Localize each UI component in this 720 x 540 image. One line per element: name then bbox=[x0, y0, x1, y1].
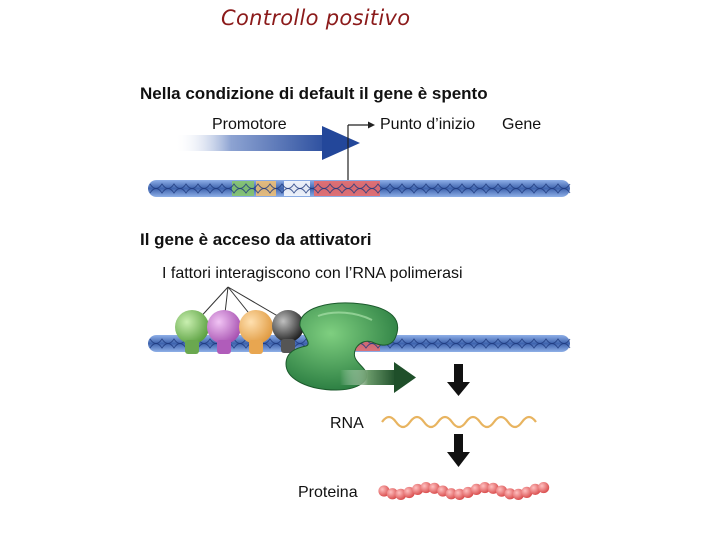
activator-green bbox=[175, 310, 209, 354]
start-site-marker bbox=[347, 121, 375, 182]
protein-bead bbox=[521, 486, 533, 498]
activator-factors bbox=[175, 310, 304, 354]
transcription-arrow bbox=[340, 362, 416, 393]
protein-bead bbox=[437, 485, 449, 497]
protein-bead bbox=[428, 482, 440, 494]
rna-polymerase bbox=[285, 302, 398, 391]
protein-bead bbox=[504, 488, 516, 500]
protein-bead bbox=[496, 485, 508, 497]
heading-gene-off: Nella condizione di default il gene è sp… bbox=[140, 84, 488, 103]
activator-black bbox=[272, 310, 304, 353]
protein-bead bbox=[386, 488, 398, 500]
protein-bead bbox=[378, 485, 390, 497]
protein-bead bbox=[412, 483, 424, 496]
slide-title: Controllo positivo bbox=[221, 6, 411, 30]
rna-label: RNA bbox=[330, 415, 364, 432]
protein-bead bbox=[487, 482, 499, 494]
protein-bead bbox=[470, 483, 482, 495]
dna-strand-off bbox=[148, 180, 571, 197]
protein-bead bbox=[454, 488, 466, 500]
protein-bead bbox=[420, 481, 432, 494]
start-site-label: Punto d’inizio bbox=[380, 116, 476, 133]
arrow-down-to-protein bbox=[447, 434, 470, 467]
protein-bead bbox=[512, 488, 525, 500]
protein-bead bbox=[479, 481, 491, 494]
protein-label: Proteina bbox=[298, 484, 358, 501]
arrow-down-to-rna bbox=[447, 364, 470, 396]
heading-gene-on: Il gene è acceso da attivatori bbox=[140, 230, 372, 249]
factor-connector-lines bbox=[195, 286, 289, 323]
protein-bead bbox=[395, 488, 407, 501]
protein-bead bbox=[445, 488, 457, 500]
rna-strand bbox=[381, 415, 537, 429]
protein-bead bbox=[538, 481, 550, 494]
protein-bead bbox=[529, 483, 541, 495]
gene-label: Gene bbox=[502, 116, 542, 133]
promoter-label: Promotore bbox=[212, 116, 287, 133]
protein-bead bbox=[462, 486, 474, 499]
protein-bead bbox=[403, 486, 415, 499]
promoter-arrow bbox=[175, 126, 360, 160]
protein-chain bbox=[378, 481, 550, 501]
factors-interaction-label: I fattori interagiscono con l’RNA polime… bbox=[162, 265, 463, 282]
activator-orange bbox=[239, 310, 273, 354]
activator-purple bbox=[207, 310, 241, 354]
